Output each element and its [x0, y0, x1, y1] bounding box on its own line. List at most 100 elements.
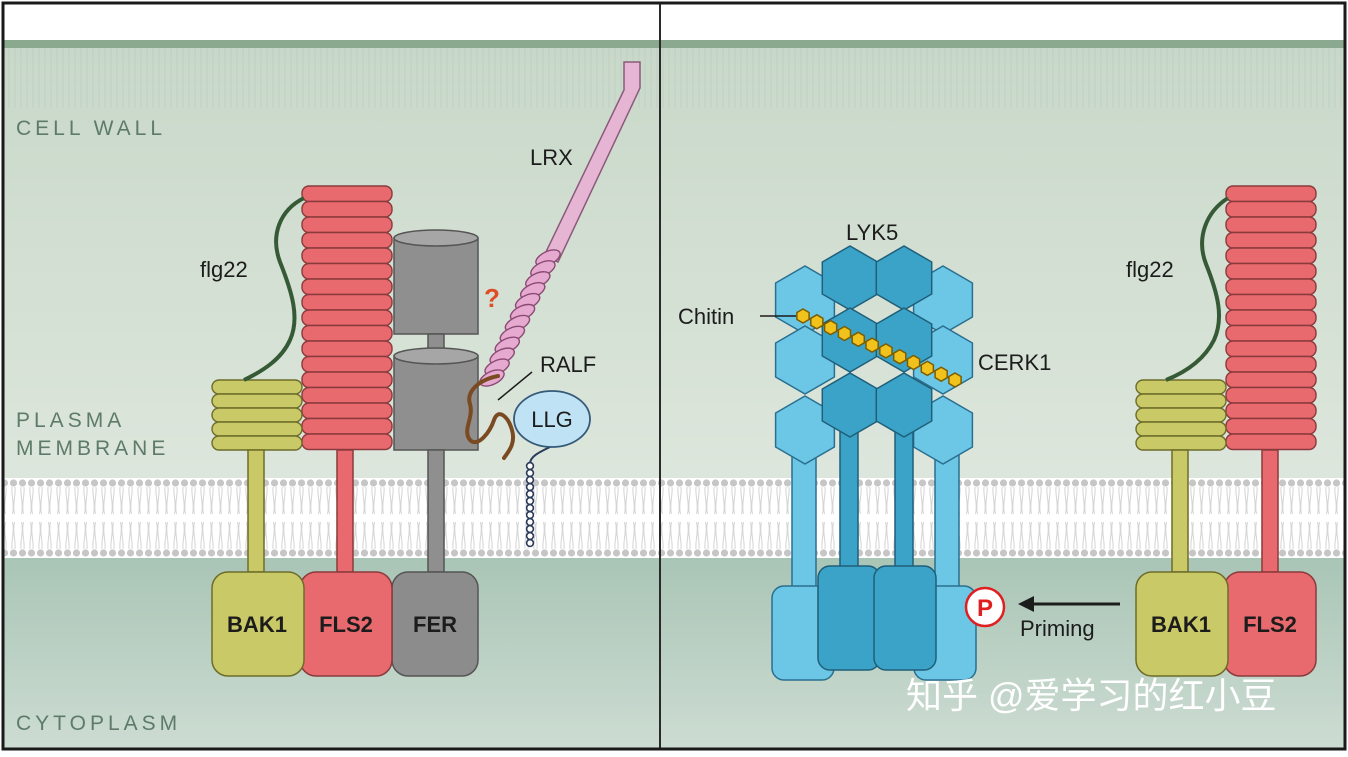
ectodomain-repeat	[301, 417, 393, 435]
priming-label: Priming	[1020, 616, 1095, 641]
ectodomain-repeat	[1135, 435, 1227, 451]
ectodomain-repeat	[301, 216, 393, 234]
ralf-leader-line	[497, 371, 533, 401]
ectodomain-repeat	[301, 324, 393, 342]
fls2-receptor-right	[1223, 185, 1317, 677]
fls2-label-right: FLS2	[1243, 612, 1297, 637]
gpi-anchor-bead	[525, 496, 535, 506]
cerk1-label: CERK1	[978, 350, 1051, 375]
flg22-peptide-left	[243, 196, 305, 382]
fls2-receptor-left	[299, 185, 393, 677]
chitin-chain	[796, 308, 962, 388]
ectodomain-hexagon	[906, 354, 921, 371]
ectodomain-repeat	[1135, 407, 1227, 423]
lrx-label: LRX	[530, 145, 573, 170]
ectodomain-repeat	[211, 393, 303, 409]
ectodomain-repeat	[301, 355, 393, 373]
ectodomain-hexagon	[851, 331, 866, 348]
fls2-label-left: FLS2	[319, 612, 373, 637]
plasma-membrane-label-line1: PLASMA	[16, 409, 125, 432]
ectodomain-repeat	[1225, 417, 1317, 435]
cytoplasm-label: CYTOPLASM	[16, 712, 181, 735]
lyk5-receptor	[817, 245, 937, 671]
ectodomain-repeat	[301, 262, 393, 280]
ectodomain-repeat	[1135, 393, 1227, 409]
plasma-membrane-label-line2: MEMBRANE	[16, 437, 169, 460]
ectodomain-repeat	[1225, 231, 1317, 249]
cell-wall-top-edge	[4, 40, 1344, 48]
ectodomain-repeat	[1225, 247, 1317, 265]
flg22-label-left: flg22	[200, 257, 248, 282]
ectodomain-repeat	[301, 340, 393, 358]
ectodomain-repeat	[301, 200, 393, 218]
lrx-protein	[542, 61, 641, 263]
ectodomain-repeat	[301, 185, 393, 203]
ralf-label: RALF	[540, 352, 596, 377]
ectodomain-repeat	[301, 402, 393, 420]
gpi-anchor-bead	[525, 503, 535, 513]
gpi-anchor-bead	[525, 517, 535, 527]
ectodomain-repeat	[1225, 278, 1317, 296]
cell-wall-label: CELL WALL	[16, 117, 166, 140]
chitin-label: Chitin	[678, 304, 734, 329]
ectodomain-repeat	[1225, 324, 1317, 342]
ectodomain-repeat	[1225, 371, 1317, 389]
ralf-peptide	[465, 374, 515, 460]
question-mark: ?	[484, 283, 500, 313]
ectodomain-hexagon	[865, 337, 879, 353]
ectodomain-repeat	[301, 386, 393, 404]
gpi-anchor-bead	[525, 531, 535, 541]
bak1-receptor-left	[211, 379, 305, 677]
ectodomain-repeat	[211, 421, 303, 437]
ectodomain-repeat	[1225, 262, 1317, 280]
cell-wall-fibers	[4, 48, 1344, 108]
llg-label: LLG	[531, 407, 573, 432]
ectodomain-hexagon	[892, 348, 907, 365]
gpi-anchor-bead	[525, 468, 535, 478]
ectodomain-repeat	[211, 379, 303, 395]
ectodomain-repeat	[1225, 216, 1317, 234]
ectodomain-repeat	[1225, 402, 1317, 420]
ectodomain-repeat	[1225, 200, 1317, 218]
gpi-anchor-bead	[525, 482, 535, 492]
ectodomain-hexagon	[879, 343, 893, 359]
ectodomain-repeat	[301, 309, 393, 327]
ectodomain-repeat	[1225, 309, 1317, 327]
ectodomain-repeat	[1135, 421, 1227, 437]
ectodomain-hexagon	[948, 372, 962, 388]
gpi-anchor-bead	[525, 475, 535, 485]
ectodomain-repeat	[301, 278, 393, 296]
ectodomain-hexagon	[837, 325, 852, 342]
ectodomain-repeat	[1225, 386, 1317, 404]
flg22-peptide-right	[1165, 196, 1230, 382]
ectodomain-repeat	[1225, 340, 1317, 358]
gpi-anchor-bead	[525, 510, 535, 520]
phosphorylation-icon	[964, 586, 1006, 628]
plasma-membrane-bilayer	[4, 478, 1344, 558]
ectodomain-hexagon	[920, 360, 935, 377]
phosphorylation-label: P	[977, 595, 993, 622]
ectodomain-repeat	[301, 293, 393, 311]
bak1-label-left: BAK1	[227, 612, 287, 637]
ectodomain-repeat	[211, 435, 303, 451]
fer-label: FER	[413, 612, 457, 637]
ectodomain-repeat	[301, 371, 393, 389]
ectodomain-repeat	[211, 407, 303, 423]
ectodomain-repeat	[1225, 293, 1317, 311]
fer-receptor	[391, 229, 479, 677]
bak1-receptor-right	[1135, 379, 1229, 677]
gpi-anchor-bead	[525, 538, 535, 548]
ectodomain-repeat	[301, 231, 393, 249]
gpi-anchor-bead	[525, 461, 535, 471]
ectodomain-repeat	[1225, 433, 1317, 451]
bak1-label-right: BAK1	[1151, 612, 1211, 637]
ectodomain-repeat	[1225, 355, 1317, 373]
watermark: 知乎 @爱学习的红小豆	[906, 675, 1277, 716]
ectodomain-repeat	[1225, 185, 1317, 203]
ectodomain-hexagon	[796, 308, 810, 324]
ectodomain-hexagon	[823, 319, 838, 336]
ectodomain-hexagon	[934, 366, 948, 383]
